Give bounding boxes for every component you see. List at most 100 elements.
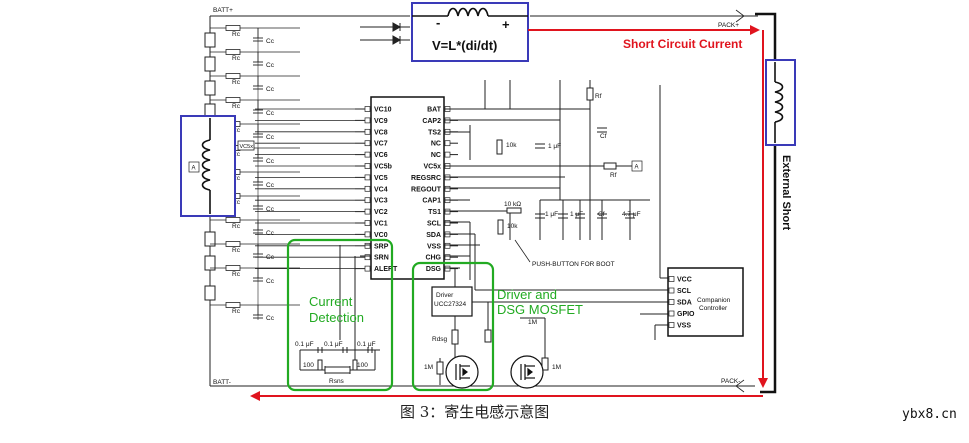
top-inductor-box (411, 2, 529, 62)
pack-pos-arrow (735, 9, 745, 23)
rc-label: Rc (232, 151, 241, 158)
companion-pin-label: SCL (677, 288, 692, 295)
companion-title-2: Controller (699, 305, 728, 312)
ic-left-pin-pad (364, 163, 371, 169)
mosfet-symbols (455, 364, 535, 380)
rc-label: Rc (232, 55, 241, 62)
watermark: ybx8.cn (902, 407, 957, 422)
r10k-label-2: 10k (507, 223, 518, 230)
dsg-passives (436, 329, 549, 375)
ref-a-box-right (631, 160, 643, 172)
cc-label: Cc (266, 38, 275, 45)
pack-pos-label: PACK+ (718, 22, 739, 29)
rc-label: Rc (232, 127, 241, 134)
rc-filter-network (210, 25, 300, 320)
ic-left-pin-label: VC5b (374, 164, 392, 171)
dsg-mosfet (445, 355, 479, 389)
r100-label-b: 100 (357, 362, 368, 369)
c1u-label-top: 1 μF (548, 143, 561, 150)
rdsg-label: Rdsg (432, 336, 448, 343)
ic-left-pin-label: VC7 (374, 141, 388, 148)
companion-pin-pad (668, 276, 675, 282)
ic-left-pin-label: ALERT (374, 266, 398, 273)
rc-label: Rc (232, 79, 241, 86)
companion-title-1: Companion (697, 297, 731, 304)
battery-cells (204, 32, 216, 301)
battery-cell (204, 255, 216, 271)
ic-left-pin-pad (364, 254, 371, 261)
driver-dsg-label-1: Driver and (497, 287, 557, 302)
battery-cell (204, 80, 216, 96)
ic-right-pin-label: VC5x (423, 164, 441, 171)
ic-right-pin-label: SCL (427, 221, 442, 228)
rc-resistor (225, 241, 241, 247)
rc-resistor (225, 302, 241, 308)
cc-label: Cc (266, 230, 275, 237)
equation-label: V=L*(di/dt) (432, 38, 497, 53)
ic-right-pin-label: BAT (427, 107, 442, 114)
cc-label: Cc (266, 182, 275, 189)
ic-right-pin-pad (444, 208, 451, 215)
rf-label-mid: Rf (610, 172, 617, 179)
push-button-label: PUSH-BUTTON FOR BOOT (532, 261, 615, 268)
ic-right-pin-label: TS2 (428, 129, 441, 136)
cc-label: Cc (266, 110, 275, 117)
ic-left-pin-pad (364, 117, 371, 124)
current-detection-label-1: Current (309, 294, 353, 309)
ic-right-pin-pad (444, 254, 451, 261)
external-inductor-icon (774, 62, 784, 143)
c01u-label-c: 0.1 μF (357, 341, 376, 348)
r1m-label-c: 1M (552, 364, 561, 371)
rc-resistor (225, 73, 241, 79)
ic-left-pin-label: VC1 (374, 221, 388, 228)
rc-label: Rc (232, 247, 241, 254)
c01u-label-b: 0.1 μF (324, 341, 343, 348)
c1u-label-b: 1 μF (570, 211, 583, 218)
ic-left-pin-pad (364, 128, 371, 135)
rc-resistor (225, 49, 241, 55)
rc-label: Rc (232, 199, 241, 206)
rc-resistor (225, 265, 241, 271)
ic-pins: VC10VC9VC8VC7VC6VC5bVC5VC4VC3VC2VC1VC0SR… (255, 106, 458, 273)
companion-pin-label: VCC (677, 277, 692, 284)
companion-pin-pad (668, 299, 675, 305)
pack-neg-label: PACK- (721, 378, 740, 385)
ic-right-pin-label: REGOUT (411, 186, 442, 193)
c1u-label-a: 1 μF (545, 211, 558, 218)
battery-cell (204, 231, 216, 247)
companion-pin-label: VSS (677, 323, 691, 330)
companion-pin-label: GPIO (677, 311, 695, 318)
companion-pin-pad (668, 287, 675, 294)
ref-a-box-left (188, 161, 200, 173)
ic-left-pin-pad (364, 231, 371, 238)
ic-left-pin-label: VC10 (374, 107, 392, 114)
ic-left-pin-pad (364, 265, 371, 272)
ic-left-pin-pad (364, 185, 371, 192)
driver-label-1: Driver (436, 292, 454, 299)
short-circuit-label: Short Circuit Current (623, 37, 742, 51)
vc5x-box (237, 140, 255, 151)
ic-left-pin-pad (364, 174, 371, 181)
current-detection-label-2: Detection (309, 310, 364, 325)
chg-mosfet (510, 355, 544, 389)
top-inductor-icon (412, 7, 528, 17)
batt-neg-label: BATT- (213, 379, 231, 386)
ic-right-pin-pad (444, 140, 451, 147)
vc5x-label: VC5x (240, 144, 254, 150)
r10k-label-1: 10k (506, 142, 517, 149)
right-passives (496, 87, 635, 235)
push-button-wire (514, 239, 531, 263)
ic-left-pin-pad (364, 106, 371, 112)
rc-label: Rc (232, 175, 241, 182)
driver-dsg-label-2: DSG MOSFET (497, 302, 583, 317)
inductor-plus: + (502, 17, 510, 32)
ic-right-pin-label: TS1 (428, 209, 441, 216)
ic-left-pin-pad (364, 208, 371, 215)
current-detection-box (286, 238, 394, 392)
ic-left-pin-pad (364, 220, 371, 226)
ic-right-wiring (444, 80, 668, 340)
external-short-wire (755, 12, 777, 394)
companion-controller (667, 267, 744, 337)
